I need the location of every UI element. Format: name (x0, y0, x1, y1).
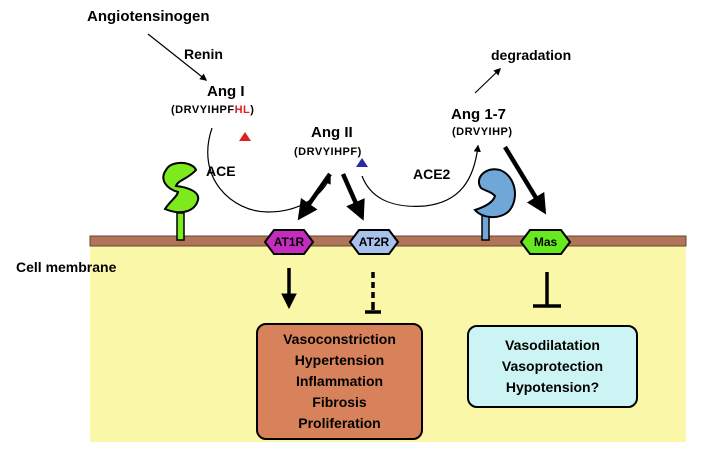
degradation-label: degradation (491, 47, 572, 63)
ang17-to-mas-arrow (503, 145, 547, 215)
mas-inhibition-tbar (533, 272, 561, 308)
at1r-label: AT1R (273, 235, 305, 249)
ace2-cleavage-site-triangle (356, 158, 368, 167)
ace-label: ACE (206, 163, 236, 179)
renin-arrow (147, 33, 208, 81)
at1r-effect-item: Fibrosis (312, 394, 367, 410)
angiotensinogen-label: Angiotensinogen (87, 8, 210, 25)
ang1-sequence-main: (DRVYIHPF (171, 104, 235, 116)
degradation-arrow (474, 68, 502, 94)
ang2-to-at2r-arrow (340, 173, 365, 221)
ang1-sequence-cleaved: HL (234, 104, 251, 116)
ang2-to-at1r-arrow (297, 172, 332, 221)
ace-cleavage-site-triangle (239, 132, 251, 141)
at1r-receptor (263, 229, 315, 255)
mas-effect-item: Vasodilatation (505, 337, 600, 353)
cell-membrane-label: Cell membrane (16, 259, 117, 275)
mas-receptor (519, 229, 572, 255)
at2r-label: AT2R (358, 235, 390, 249)
at1r-effect-item: Vasoconstriction (283, 331, 396, 347)
renin-label: Renin (184, 46, 223, 62)
ang1-label: Ang I (207, 83, 245, 100)
at2r-signal-dashed (365, 272, 381, 314)
at1r-effect-item: Inflammation (295, 373, 384, 389)
ang1-sequence-close: ) (250, 104, 255, 116)
ang17-label: Ang 1-7 (451, 106, 507, 123)
ang2-label: Ang II (311, 124, 353, 141)
mas-effect-item: Vasoprotection (501, 358, 604, 374)
ace2-conversion-arrow (361, 144, 481, 207)
ace-enzyme-icon (162, 161, 200, 241)
at1r-effect-item: Hypertension (294, 352, 385, 368)
at1r-effect-item: Proliferation (298, 415, 381, 431)
ang17-sequence: (DRVYIHP) (452, 126, 513, 138)
ang2-sequence: (DRVYIHPF) (294, 146, 362, 158)
ang1-sequence: (DRVYIHPFHL) (171, 105, 254, 116)
mas-label: Mas (533, 235, 558, 249)
ace2-enzyme-icon (473, 168, 516, 241)
at2r-receptor (348, 229, 400, 255)
mas-effect-item: Hypotension? (505, 379, 600, 395)
ace2-label: ACE2 (413, 166, 451, 182)
